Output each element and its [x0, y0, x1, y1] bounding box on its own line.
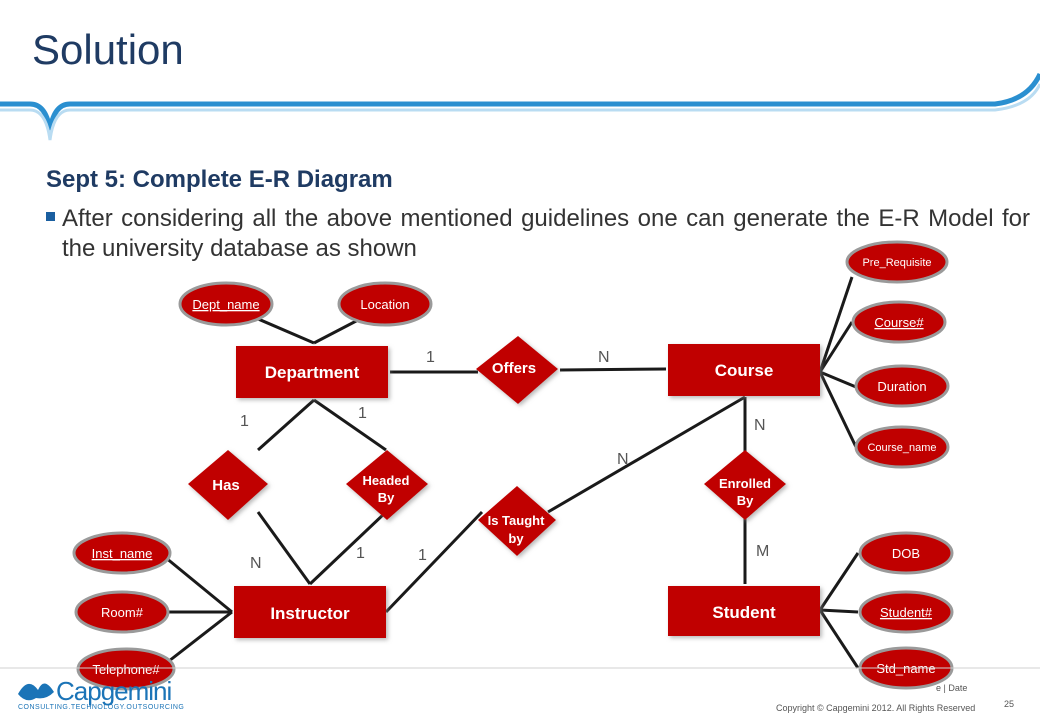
cardinality-taught-inst: 1	[418, 547, 427, 564]
attribute-duration: Duration	[854, 364, 950, 408]
header-wave	[0, 72, 1040, 131]
attribute-course-name: Course_name	[854, 425, 950, 469]
entity-course: Course	[668, 344, 820, 396]
svg-text:Course#: Course#	[874, 315, 924, 330]
svg-text:By: By	[737, 493, 754, 508]
svg-text:Duration: Duration	[877, 379, 926, 394]
svg-text:Telephone#: Telephone#	[92, 662, 160, 677]
attribute-telephone-no: Telephone#	[76, 647, 176, 691]
svg-text:by: by	[508, 531, 524, 546]
bullet-point: After considering all the above mentione…	[46, 204, 1030, 264]
cardinality-enrolled-course: N	[754, 417, 766, 434]
logo-wordmark: Capgemini	[56, 676, 172, 706]
entity-department: Department	[236, 346, 388, 398]
attribute-inst-name: Inst_name	[72, 531, 172, 575]
cardinality-headed-inst: 1	[356, 545, 365, 562]
svg-text:Department: Department	[265, 363, 360, 382]
svg-text:Room#: Room#	[101, 605, 144, 620]
entity-instructor: Instructor	[234, 586, 386, 638]
attribute-student-no: Student#	[858, 590, 954, 634]
cardinality-enrolled-student: M	[756, 543, 769, 560]
relationship-has: Has	[188, 450, 268, 520]
attribute-pre-requisite: Pre_Requisite	[845, 240, 949, 284]
svg-text:Pre_Requisite: Pre_Requisite	[862, 257, 931, 269]
svg-text:Dept_name: Dept_name	[192, 297, 259, 312]
cardinality-has-inst: N	[250, 555, 262, 572]
svg-text:Enrolled: Enrolled	[719, 476, 771, 491]
bullet-text: After considering all the above mentione…	[62, 205, 1030, 262]
footer-date: e | Date	[936, 683, 968, 693]
cardinality-headed-dept: 1	[358, 405, 367, 422]
svg-text:Has: Has	[212, 477, 240, 494]
attribute-dob: DOB	[858, 531, 954, 575]
cardinality-offers-dept: 1	[426, 349, 435, 366]
svg-text:Offers: Offers	[492, 360, 536, 377]
footer-copyright: Copyright © Capgemini 2012. All Rights R…	[776, 703, 976, 713]
svg-text:Instructor: Instructor	[270, 604, 350, 623]
relationship-enrolled-by: Enrolled By	[704, 450, 786, 520]
svg-text:Course: Course	[715, 361, 774, 380]
svg-text:By: By	[378, 490, 395, 505]
connector-lines	[159, 276, 860, 670]
svg-text:DOB: DOB	[892, 546, 920, 561]
svg-text:Student#: Student#	[880, 605, 933, 620]
relationship-headed-by: Headed By	[346, 450, 428, 520]
svg-text:Location: Location	[360, 297, 409, 312]
cardinality-has-dept: 1	[240, 413, 249, 430]
bullet-square-icon	[46, 212, 55, 221]
slide-title: Solution	[32, 26, 184, 73]
cardinality-offers-course: N	[598, 349, 610, 366]
cardinality-taught-course: N	[617, 451, 629, 468]
svg-text:Inst_name: Inst_name	[92, 546, 153, 561]
svg-text:Course_name: Course_name	[867, 442, 936, 454]
relationship-is-taught-by: Is Taught by	[478, 486, 556, 556]
attribute-course-no: Course#	[851, 300, 947, 344]
attribute-dept-name: Dept_name	[178, 281, 274, 327]
attribute-room-no: Room#	[74, 590, 170, 634]
entity-student: Student	[668, 586, 820, 636]
logo-tagline: CONSULTING.TECHNOLOGY.OUTSOURCING	[18, 704, 185, 711]
relationship-offers: Offers	[476, 336, 558, 404]
svg-text:Student: Student	[712, 603, 776, 622]
slide-subtitle: Sept 5: Complete E-R Diagram	[46, 166, 393, 193]
capgemini-logo-icon	[18, 683, 54, 701]
svg-text:Headed: Headed	[363, 473, 410, 488]
attribute-location: Location	[337, 281, 433, 327]
footer-page-number: 25	[1004, 699, 1015, 709]
svg-text:Is Taught: Is Taught	[488, 513, 545, 528]
